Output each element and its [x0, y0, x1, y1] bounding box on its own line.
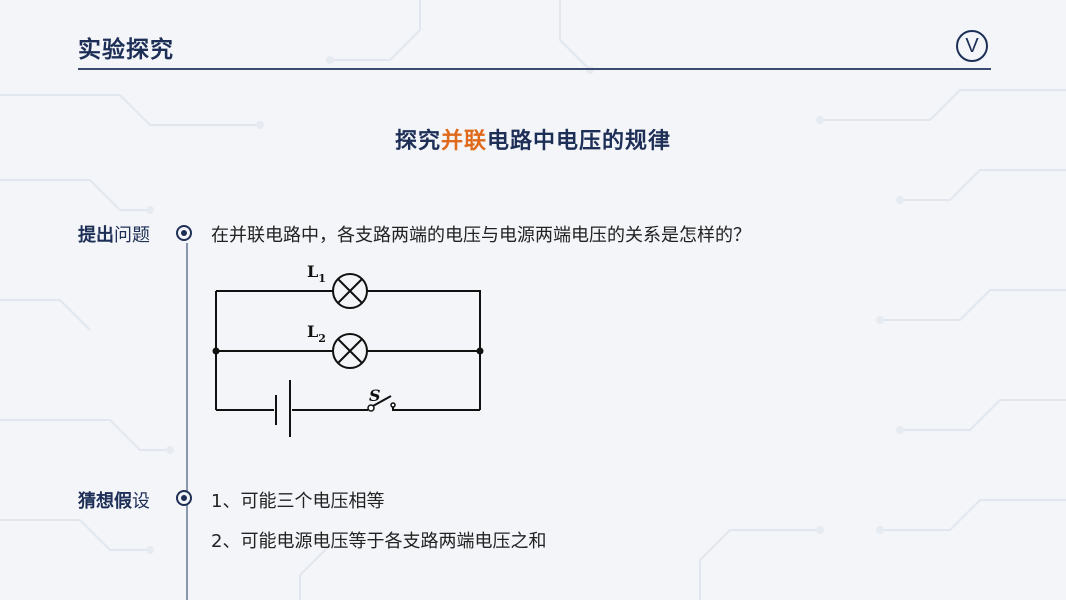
bullet-icon — [176, 225, 192, 241]
label-normal: 问题 — [114, 225, 150, 246]
label-bold: 提出 — [78, 225, 114, 246]
switch-label: S — [369, 386, 381, 405]
lamp-1-icon — [332, 273, 368, 309]
timeline-line — [186, 243, 188, 600]
parallel-circuit-diagram: L1 L2 S — [212, 262, 484, 437]
hypothesis-item-1: 1、可能三个电压相等 — [211, 491, 385, 512]
battery-icon — [275, 380, 291, 437]
v-badge-icon: V — [956, 30, 988, 62]
hypothesis-item-2: 2、可能电源电压等于各支路两端电压之和 — [211, 531, 547, 552]
question-text: 在并联电路中，各支路两端的电压与电源两端电压的关系是怎样的？ — [211, 225, 751, 246]
title-part-2: 电路中电压的规律 — [487, 129, 672, 154]
lamp-2-icon — [332, 333, 368, 369]
lamp-1-label: L1 — [307, 262, 326, 285]
section-label-question: 提出问题 — [78, 221, 150, 247]
bullet-icon — [176, 490, 192, 506]
title-highlight: 并联 — [440, 129, 487, 154]
header-divider — [78, 68, 991, 70]
switch-icon — [367, 402, 396, 412]
label-bold: 猜想假 — [78, 491, 132, 512]
title-part-1: 探究 — [394, 129, 441, 154]
page-title: 探究并联电路中电压的规律 — [0, 123, 1066, 155]
header-title: 实验探究 — [78, 37, 174, 63]
lamp-2-label: L2 — [307, 322, 326, 345]
section-label-hypothesis: 猜想假设 — [78, 487, 150, 513]
label-normal: 设 — [132, 491, 150, 512]
